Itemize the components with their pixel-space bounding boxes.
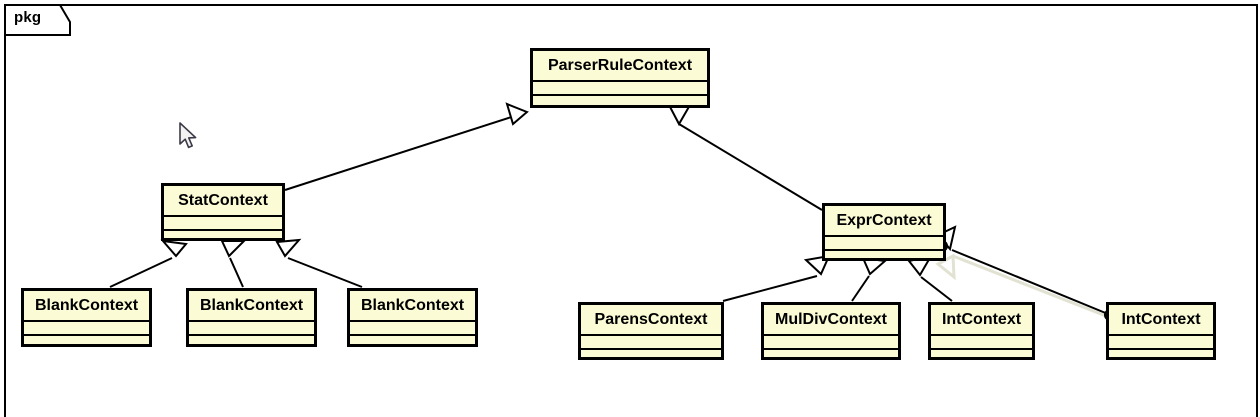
generalization-blankcontext2-to-statcontext[interactable] (220, 240, 247, 288)
class-attributes-compartment (581, 334, 721, 348)
class-box-muldivcontext[interactable]: MulDivContext (761, 302, 901, 360)
class-attributes-compartment (1109, 334, 1213, 348)
class-box-blankcontext1[interactable]: BlankContext (21, 288, 152, 347)
class-name-label: IntContext (1121, 311, 1201, 328)
class-name-label: IntContext (941, 311, 1022, 328)
class-box-intcontext2[interactable]: IntContext (1106, 302, 1216, 360)
class-operations-compartment (825, 249, 943, 263)
class-name-label: ParserRuleContext (547, 57, 693, 74)
class-operations-compartment (581, 348, 721, 362)
package-tab-label: pkg (14, 9, 42, 26)
class-box-parserrulecontext[interactable]: ParserRuleContext (530, 48, 710, 108)
class-attributes-compartment (764, 334, 898, 348)
package-tab-shape (4, 4, 71, 36)
class-box-blankcontext3[interactable]: BlankContext (347, 288, 478, 347)
class-operations-compartment (164, 229, 282, 243)
class-box-parenscontext[interactable]: ParensContext (578, 302, 724, 360)
class-attributes-compartment (164, 215, 282, 229)
class-operations-compartment (24, 334, 149, 348)
class-name-label: BlankContext (199, 297, 304, 314)
class-operations-compartment (764, 348, 898, 362)
class-attributes-compartment (931, 334, 1032, 348)
class-operations-compartment (931, 348, 1032, 362)
class-operations-compartment (1109, 348, 1213, 362)
class-box-exprcontext[interactable]: ExprContext (822, 203, 946, 261)
class-attributes-compartment (189, 320, 314, 334)
class-attributes-compartment (533, 80, 707, 94)
class-attributes-compartment (825, 235, 943, 249)
generalization-muldivcontext-to-exprcontext[interactable] (851, 256, 888, 302)
generalization-parenscontext-to-exprcontext[interactable] (722, 254, 831, 302)
class-operations-compartment (533, 94, 707, 108)
class-name-label: BlankContext (34, 297, 139, 314)
class-name-label: StatContext (178, 192, 268, 209)
class-box-blankcontext2[interactable]: BlankContext (186, 288, 317, 347)
generalization-blankcontext1-to-statcontext[interactable] (109, 239, 188, 288)
class-operations-compartment (189, 334, 314, 348)
class-box-statcontext[interactable]: StatContext (161, 183, 285, 241)
class-operations-compartment (350, 334, 475, 348)
generalization-exprcontext-to-parserrulecontext[interactable] (667, 104, 823, 211)
class-name-label: BlankContext (360, 297, 465, 314)
generalization-blankcontext3-to-statcontext[interactable] (275, 238, 363, 288)
package-tab[interactable]: pkg (4, 4, 71, 36)
class-name-label: ExprContext (836, 212, 932, 229)
generalization-statcontext-to-parserrulecontext[interactable] (284, 102, 529, 191)
class-attributes-compartment (350, 320, 475, 334)
class-attributes-compartment (24, 320, 149, 334)
class-name-label: MulDivContext (775, 311, 887, 328)
class-name-label: ParensContext (594, 311, 708, 328)
class-box-intcontext1[interactable]: IntContext (928, 302, 1035, 360)
